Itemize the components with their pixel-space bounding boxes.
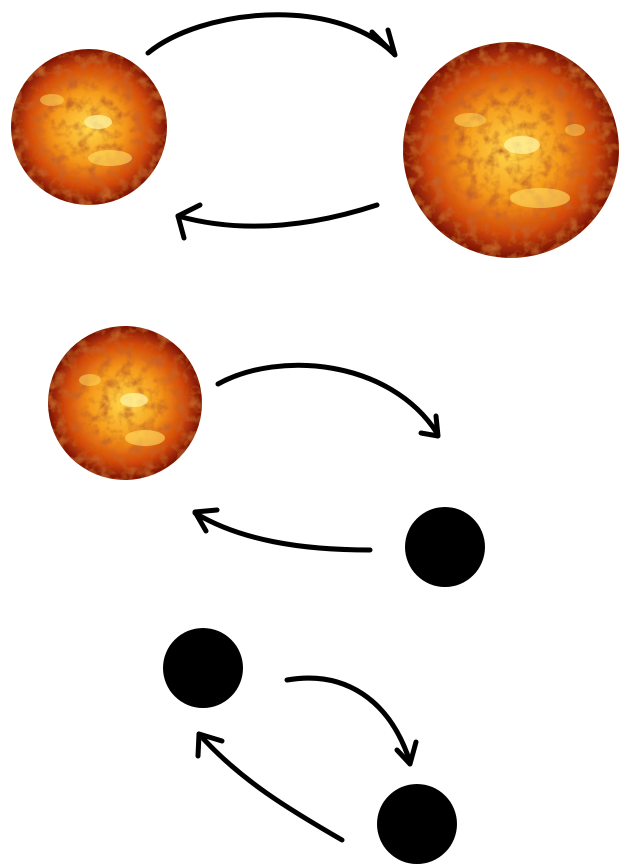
star-medium xyxy=(48,326,202,480)
star-large xyxy=(403,42,619,258)
panel-blackhole-blackhole xyxy=(163,628,457,864)
arrow-left xyxy=(178,205,377,238)
star-small xyxy=(11,49,167,205)
arrow-right xyxy=(287,678,416,764)
arrow-left xyxy=(198,734,342,840)
black-hole-upper xyxy=(163,628,243,708)
black-hole-lower xyxy=(377,784,457,864)
arrow-right xyxy=(148,15,395,55)
arrow-left xyxy=(195,510,370,550)
panel-star-star xyxy=(11,15,619,258)
black-hole xyxy=(405,507,485,587)
arrow-right xyxy=(218,365,438,436)
panel-star-blackhole xyxy=(48,326,485,587)
